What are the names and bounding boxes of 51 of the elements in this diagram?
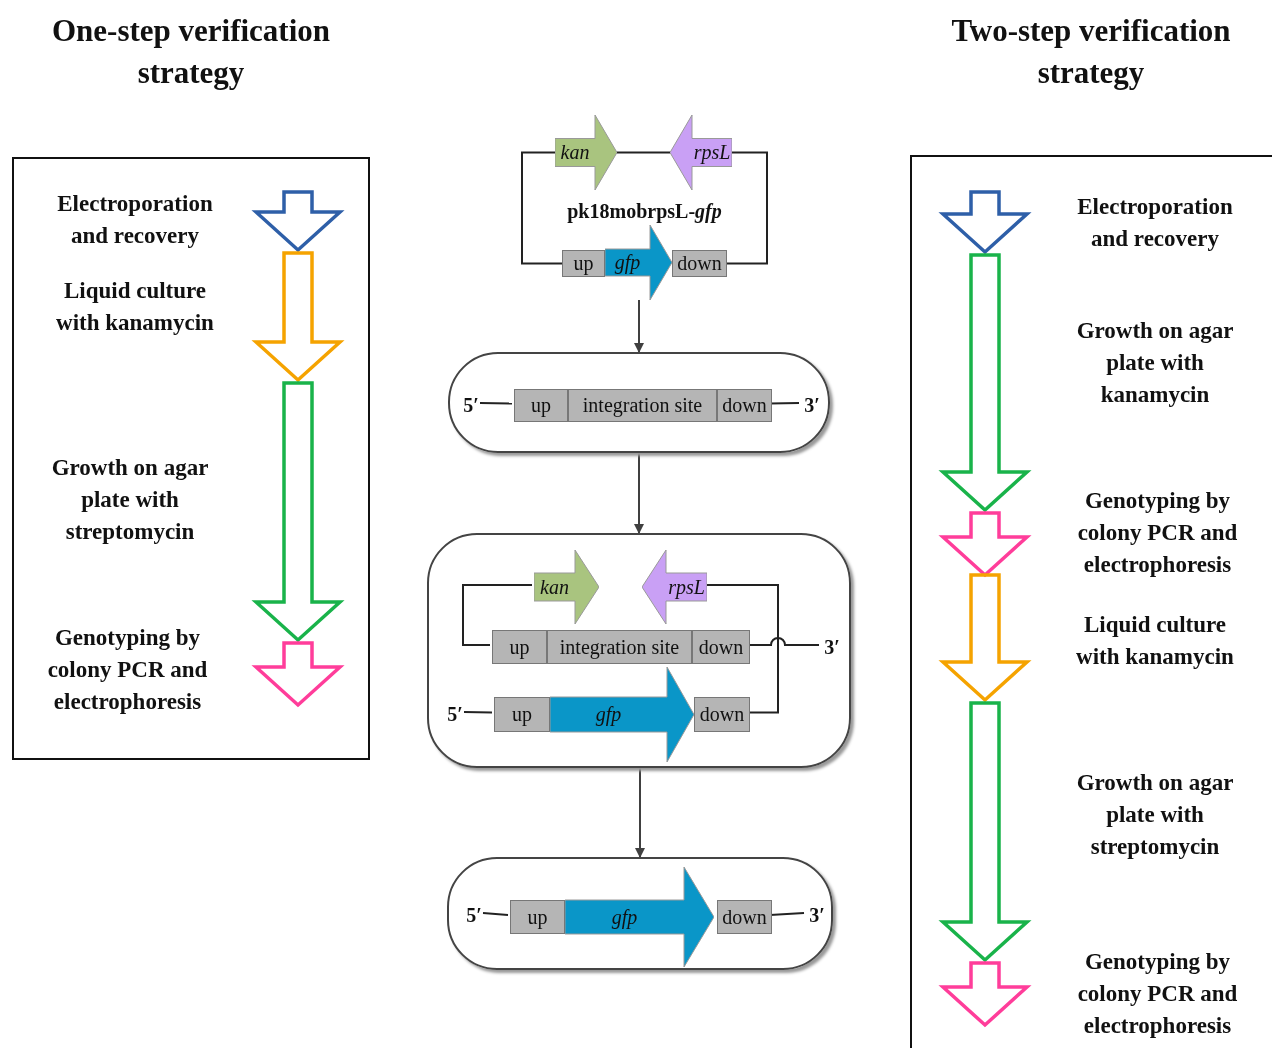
construct-box	[427, 533, 851, 768]
step-label: Genotyping by colony PCR and electrophoresis	[1076, 948, 1239, 1040]
panel-title: One-step verification strategy	[50, 12, 332, 92]
panel-title: Two-step verification strategy	[950, 12, 1232, 92]
step-label: Growth on agar plate with streptomycin	[50, 454, 210, 546]
dna-strand-line	[479, 402, 513, 405]
step-label: Growth on agar plate with kanamycin	[1075, 317, 1235, 409]
step-label: Growth on agar plate with streptomycin	[1075, 769, 1235, 861]
construct-box	[447, 857, 833, 970]
gene-block: gfp	[550, 667, 694, 762]
gene-segment: down	[717, 389, 772, 422]
arrow	[634, 299, 644, 353]
plasmid-name: pk18mobrpsL-gfp	[566, 200, 723, 223]
gene-segment: integration site	[568, 389, 717, 422]
dna-strand-line	[521, 151, 563, 265]
gene-segment: integration site	[547, 630, 692, 664]
step-label: Liquid culture with kanamycin	[55, 277, 215, 337]
step-label: Genotyping by colony PCR and electrophoresis	[46, 624, 209, 716]
dna-strand-line	[463, 711, 493, 714]
gene-segment: up	[514, 389, 568, 422]
strand-end-label: 5′	[444, 701, 466, 727]
gene-segment: down	[692, 630, 750, 664]
gene-segment: up	[494, 697, 550, 732]
strand-end-label: 5′	[463, 902, 485, 928]
construct-box	[448, 352, 830, 453]
dna-strand-line	[462, 584, 533, 646]
strand-end-label: 5′	[460, 392, 482, 418]
strand-end-label: 3′	[801, 392, 823, 418]
gene-segment: up	[562, 250, 605, 277]
gene-segment: down	[672, 250, 727, 277]
gene-block: gfp	[605, 225, 672, 300]
step-label: Liquid culture with kanamycin	[1075, 611, 1235, 671]
dna-strand-line	[482, 912, 509, 916]
gene-segment: up	[510, 900, 565, 934]
step-label: Electroporation and recovery	[56, 190, 214, 250]
gene-block: kan	[534, 550, 599, 624]
gene-segment: up	[492, 630, 547, 664]
gene-block: kan	[555, 115, 617, 190]
step-label: Genotyping by colony PCR and electrophoresis	[1076, 487, 1239, 579]
dna-strand-line	[616, 151, 671, 154]
strand-end-label: 3′	[821, 634, 843, 660]
arrow	[635, 767, 645, 858]
arrow	[634, 452, 644, 534]
gene-segment: down	[694, 697, 750, 732]
gene-segment: down	[717, 900, 772, 934]
step-label: Electroporation and recovery	[1076, 193, 1234, 253]
gene-block: rpsL	[670, 115, 732, 190]
dna-strand-line	[726, 151, 768, 265]
gene-block: rpsL	[642, 550, 707, 624]
strand-end-label: 3′	[806, 902, 828, 928]
gene-block: gfp	[565, 867, 714, 967]
